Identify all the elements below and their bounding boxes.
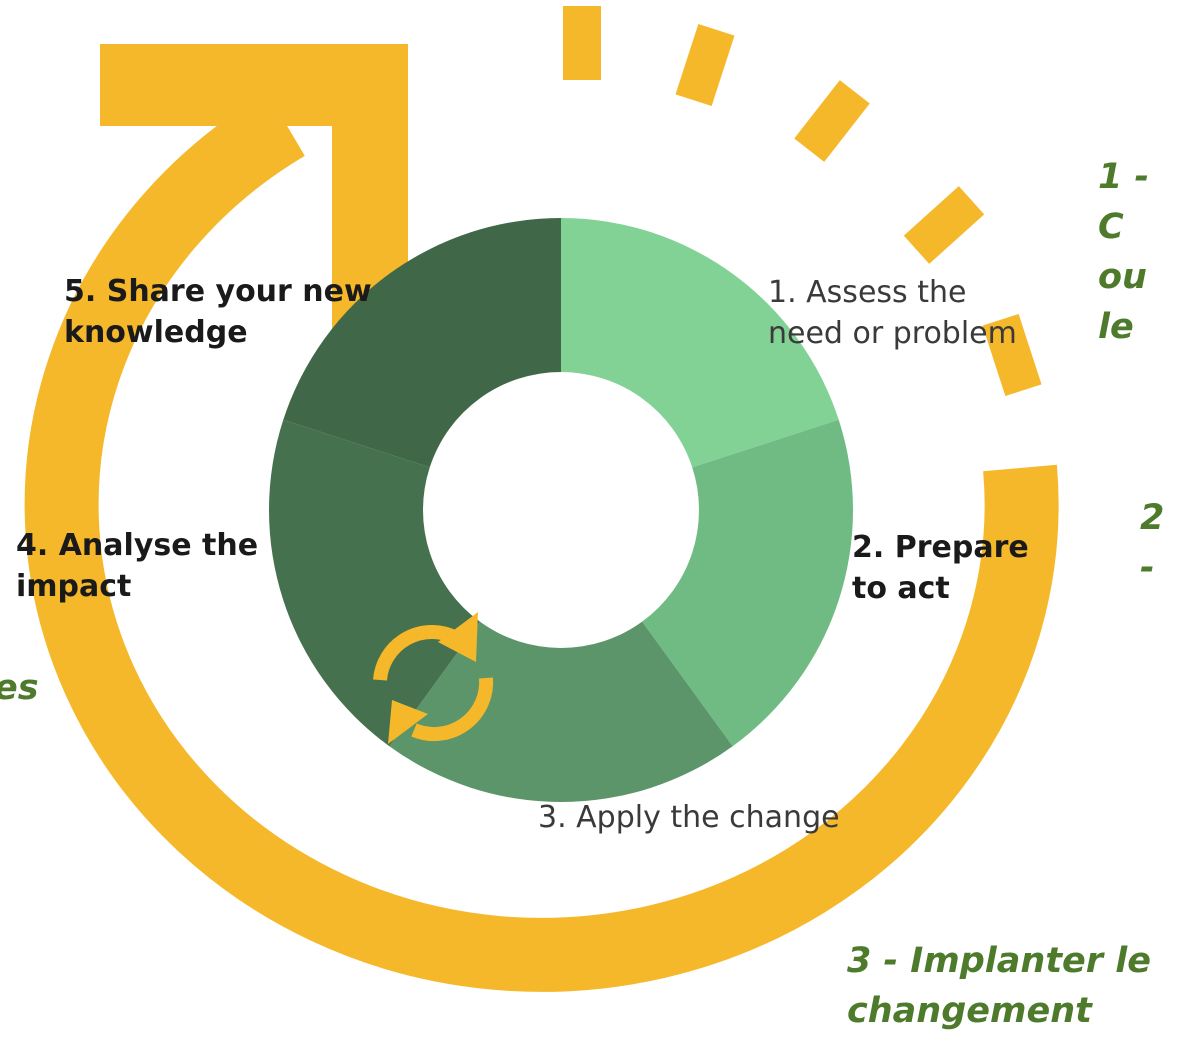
french-label-2: 2 - — [1140, 498, 1165, 588]
donut-ring — [269, 218, 853, 802]
step-4-label: 4. Analyse the impact — [16, 528, 259, 604]
step-3-label: 3. Apply the change — [538, 800, 840, 835]
step-2-label: 2. Prepare to act — [852, 530, 1029, 606]
step-5-label: 5. Share your new knowledge — [64, 274, 372, 350]
donut-segment-3 — [389, 621, 733, 802]
step-1-label: 1. Assess the need or problem — [768, 275, 1017, 351]
donut-segment-1 — [561, 218, 839, 468]
dashed-arc — [563, 6, 1042, 397]
circular-arrow-icon — [24, 44, 1059, 992]
donut-segment-2 — [642, 419, 853, 747]
circular-arrow-head — [100, 44, 408, 352]
french-label-4: es — [0, 668, 39, 708]
donut-segment-5 — [283, 218, 561, 468]
refresh-icon — [373, 612, 494, 744]
donut-segment-4 — [269, 419, 480, 747]
french-label-1: 1 - C ou le — [1098, 157, 1150, 347]
circular-arrow-body — [24, 92, 1059, 992]
french-label-3: 3 - Implanter le changement — [847, 941, 1151, 1031]
